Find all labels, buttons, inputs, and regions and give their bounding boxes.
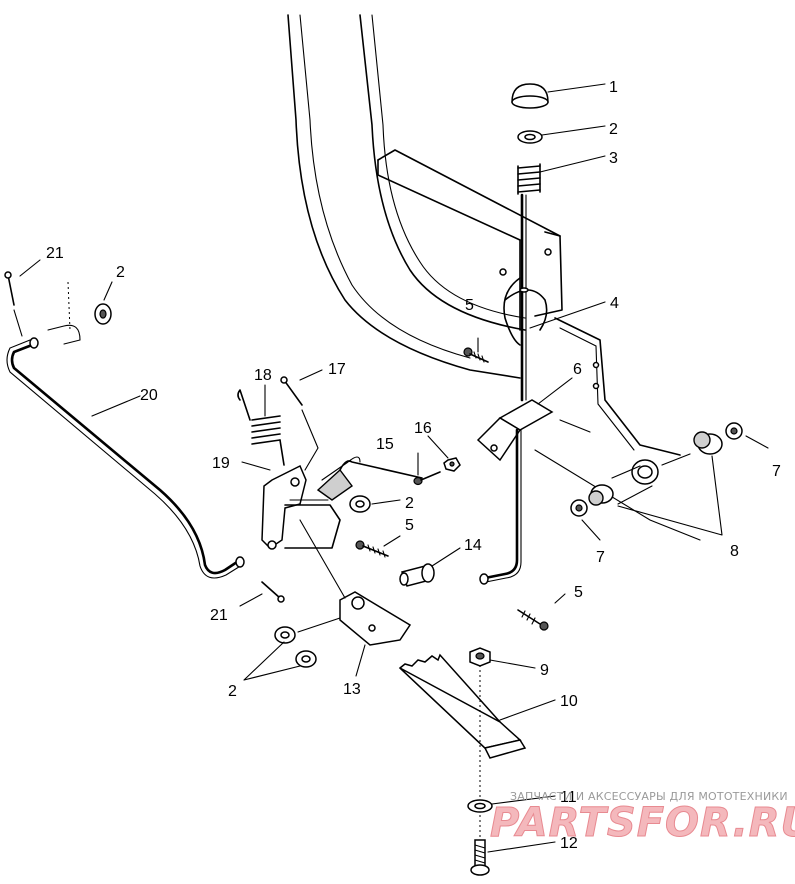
clevis [316,456,423,501]
cotter-pin-21-top [4,271,15,306]
watermark-caption: ЗАПЧАСТИ И АКСЕССУАРЫ ДЛЯ МОТОТЕХНИКИ [510,790,788,803]
callout-5-lower: 5 [574,584,583,601]
rod-spring [517,163,541,195]
callout-12: 12 [560,835,578,852]
foot-pedal [398,653,527,840]
leader-lines [19,83,769,853]
pedal-nut [469,647,491,667]
linkage-spring [237,389,285,466]
callout-21-top: 21 [46,245,64,262]
pedal-arm [299,519,412,646]
callout-17: 17 [328,361,346,378]
throttle-rod [519,193,529,402]
callout-11: 11 [560,789,577,806]
cotter-pin-21-bottom [261,581,285,603]
washer-left-b [295,650,317,668]
callout-6: 6 [573,361,582,378]
callout-13: 13 [343,681,361,698]
callout-21-bottom: 21 [210,607,228,624]
washer-top-left [94,303,112,325]
rod-cap [511,83,549,109]
screw-upper [463,347,489,363]
callout-9: 9 [540,662,549,679]
washer-middle [349,495,371,513]
bushing-upper [693,422,743,455]
callout-16: 16 [414,420,432,437]
pedal-bolt [470,839,490,876]
callout-15: 15 [376,436,394,453]
callout-20: 20 [140,387,158,404]
callout-7-right: 7 [772,463,781,480]
callout-3: 3 [609,150,618,167]
screw-middle [355,540,389,558]
callout-4: 4 [610,295,619,312]
cotter-pin-17 [280,376,303,406]
callout-2-lower-left: 2 [228,683,237,700]
rod-bracket [476,399,554,462]
callout-labels: 1 2 3 4 5 6 7 7 8 9 10 11 12 13 14 5 5 1… [46,79,781,852]
body-panel [287,14,701,541]
pedal-washer [467,799,493,813]
washer-left-a [274,626,296,644]
pivot-pin [399,563,435,587]
callout-5-upper: 5 [465,297,474,314]
callout-7-left: 7 [596,549,605,566]
callout-2-top: 2 [609,121,618,138]
callout-10: 10 [560,693,578,710]
bushing-lower [570,484,614,517]
rod-washer [517,130,543,144]
nut-16 [443,457,461,472]
linkage-bracket [261,464,341,550]
callout-1: 1 [609,79,618,96]
callout-19: 19 [212,455,230,472]
callout-14: 14 [464,537,482,554]
watermark: ЗАПЧАСТИ И АКСЕССУАРЫ ДЛЯ МОТОТЕХНИКИ PA… [490,790,795,847]
pedal-rod [479,428,522,585]
callout-2-top-left: 2 [116,264,125,281]
callout-18: 18 [254,367,272,384]
callout-2-middle: 2 [405,495,414,512]
screw-lower [517,609,549,631]
watermark-logo: PARTSFOR.RU [490,800,795,846]
callout-8: 8 [730,543,739,560]
callout-5-middle: 5 [405,517,414,534]
bushing-panel-hole [631,459,659,485]
bent-rod [6,337,245,579]
